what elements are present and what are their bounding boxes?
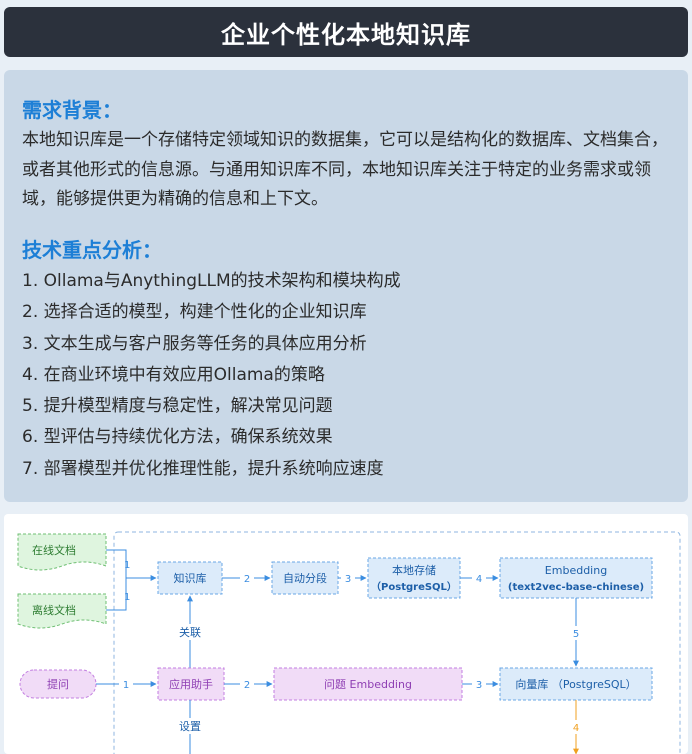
- offline-docs-node: [17, 593, 107, 629]
- assistant-label: 应用助手: [169, 677, 213, 691]
- system-boundary: [113, 531, 681, 754]
- auto-segment-label: 自动分段: [283, 571, 327, 585]
- list-item: 7. 部署模型并优化推理性能，提升系统响应速度: [22, 458, 384, 479]
- edge-label: 4: [476, 574, 482, 585]
- knowledge-base-label: 知识库: [174, 571, 207, 585]
- relate-label: 关联: [179, 625, 201, 639]
- list-item: 3. 文本生成与客户服务等任务的具体应用分析: [22, 333, 367, 354]
- edge-label: 3: [476, 680, 482, 691]
- edge-label: 4: [573, 723, 579, 734]
- edge-online-kb: [106, 549, 157, 581]
- list-item: 5. 提升模型精度与稳定性，解决常见问题: [22, 396, 333, 417]
- question-label: 提问: [47, 678, 69, 691]
- focus-heading: 技术重点分析：: [22, 238, 162, 262]
- offline-docs-label: 离线文档: [32, 603, 76, 617]
- edge-label: 1: [123, 680, 129, 691]
- online-docs-node: [17, 533, 107, 571]
- edge-label: 3: [345, 574, 351, 585]
- page-title: 企业个性化本地知识库: [4, 7, 688, 57]
- edge-label: 5: [573, 629, 579, 640]
- edge-label-bg: [174, 718, 206, 734]
- edge-label-bg: [174, 624, 206, 640]
- edge-offline-kb: [106, 578, 127, 611]
- list-item: 4. 在商业环境中有效应用Ollama的策略: [22, 364, 325, 385]
- embedding-label: Embedding: [545, 564, 607, 577]
- list-item: 6. 型评估与持续优化方法，确保系统效果: [22, 427, 333, 448]
- knowledge-base-node: [157, 561, 223, 595]
- content-card: 需求背景： 本地知识库是一个存储特定领域知识的数据集，它可以是结构化的数据库、文…: [4, 70, 688, 502]
- question-node: [19, 669, 97, 699]
- list-item: 2. 选择合适的模型，构建个性化的企业知识库: [22, 302, 367, 323]
- online-docs-label: 在线文档: [32, 543, 76, 557]
- edge-label-bg: [472, 678, 486, 690]
- edge-label: 1: [124, 560, 130, 571]
- focus-list: 1. Ollama与AnythingLLM的技术架构和模块构成 2. 选择合适的…: [22, 266, 674, 485]
- list-item: 1. Ollama与AnythingLLM的技术架构和模块构成: [22, 271, 401, 291]
- assistant-node: [157, 667, 225, 701]
- question-embedding-node: [273, 667, 463, 701]
- edge-label-bg: [119, 678, 133, 690]
- local-storage-label: 本地存储: [392, 563, 436, 577]
- edge-label: 1: [124, 592, 130, 603]
- background-heading: 需求背景：: [22, 98, 122, 122]
- auto-segment-node: [271, 561, 339, 595]
- background-text: 本地知识库是一个存储特定领域知识的数据集，它可以是结构化的数据库、文档集合，或者…: [22, 130, 668, 209]
- edge-label-bg: [240, 678, 254, 690]
- vector-db-label: 向量库 （PostgreSQL）: [515, 677, 636, 691]
- edge-label: 2: [244, 680, 250, 691]
- architecture-diagram: 在线文档 离线文档 1 1 知识库 2 自动分段 3 本地存储 （Postgre…: [4, 514, 688, 754]
- edge-label-bg: [569, 720, 583, 734]
- question-embedding-label: 问题 Embedding: [324, 678, 412, 691]
- setting-label: 设置: [179, 720, 201, 733]
- edge-label-bg: [569, 626, 583, 640]
- embedding-sublabel: (text2vec-base-chinese): [508, 582, 644, 593]
- edge-label-bg: [240, 572, 254, 584]
- diagram-svg: 在线文档 离线文档 1 1 知识库 2 自动分段 3 本地存储 （Postgre…: [17, 531, 681, 754]
- edge-label-bg: [472, 572, 486, 584]
- edge-label-bg: [341, 572, 355, 584]
- local-storage-sublabel: （PostgreSQL）: [371, 580, 457, 593]
- edge-label: 2: [244, 574, 250, 585]
